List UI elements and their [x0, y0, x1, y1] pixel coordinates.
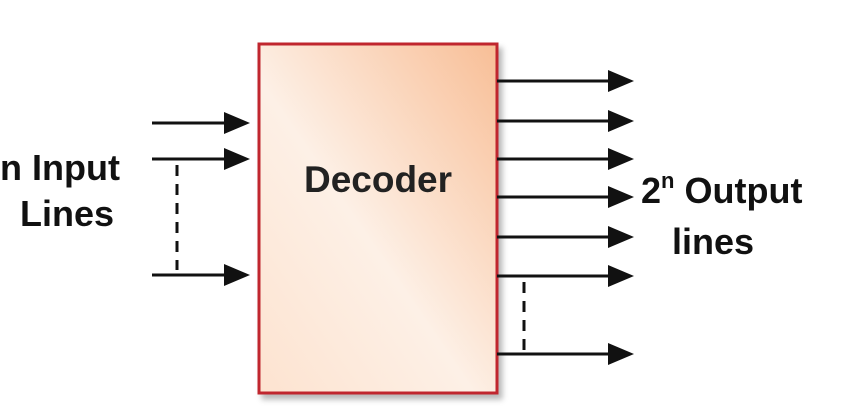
- output-label-base: 2: [641, 170, 661, 211]
- output-arrow-6: [497, 265, 634, 287]
- decoder-label: Decoder: [304, 159, 452, 200]
- input-label: n Input Lines: [0, 147, 120, 234]
- decoder-box: [257, 42, 499, 395]
- output-label-line1: 2n Output: [641, 168, 802, 211]
- output-arrow-2: [497, 110, 634, 132]
- input-label-line2: Lines: [20, 193, 114, 234]
- output-arrow-5: [497, 226, 634, 248]
- output-arrows: [497, 70, 634, 365]
- input-label-line1: n Input: [0, 147, 120, 188]
- output-label-superscript: n: [661, 168, 674, 193]
- output-arrow-last: [497, 343, 634, 365]
- output-label-rest: Output: [674, 170, 802, 211]
- output-arrow-1: [497, 70, 634, 92]
- input-arrow-1: [152, 112, 250, 134]
- input-arrows: [152, 112, 250, 286]
- input-arrow-n: [152, 264, 250, 286]
- input-arrow-2: [152, 148, 250, 170]
- output-label-line2: lines: [672, 221, 754, 262]
- output-label: 2n Output lines: [641, 168, 802, 262]
- output-arrow-4: [497, 186, 634, 208]
- output-arrow-3: [497, 148, 634, 170]
